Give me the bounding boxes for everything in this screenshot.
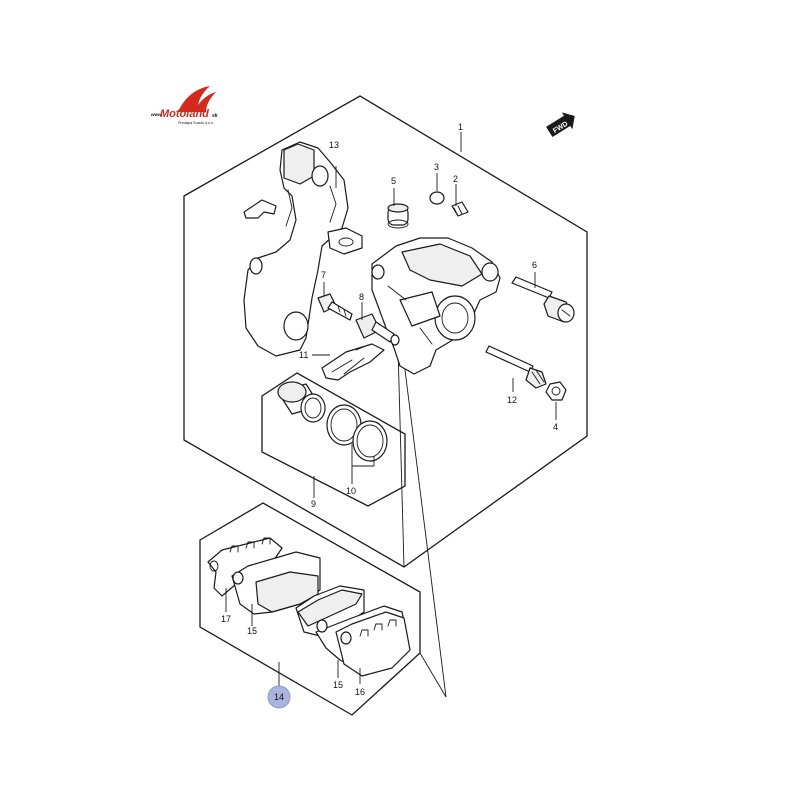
callout-4[interactable]: 4 [553,422,558,432]
part-11-pad-spring [321,343,385,381]
callout-8[interactable]: 8 [359,292,364,302]
part-10-seals [326,404,388,462]
connector-line-right [401,345,447,698]
part-6-slide-pin [511,276,575,323]
callout-14[interactable]: 14 [274,692,284,702]
leader-lines [225,132,557,686]
callout-15-a[interactable]: 15 [247,626,257,636]
caliper-assembly-frame [183,95,588,568]
callout-numbers: 1 2 3 5 13 6 7 8 11 12 4 10 9 17 15 15 1… [221,122,558,697]
part-1-caliper-body [371,237,501,375]
part-2-bleeder-screw [451,201,469,217]
callout-13[interactable]: 13 [329,140,339,150]
part-7-bolt [317,293,353,321]
logo-tagline: Predajca Suzuki d.o.o. [178,121,214,125]
part-8-pin-boot [355,313,400,346]
part-5-boot [387,203,409,229]
motoland-logo: www. Motoland sk Predajca Suzuki d.o.o. [151,86,218,125]
callout-3[interactable]: 3 [434,162,439,172]
callout-9[interactable]: 9 [311,499,316,509]
callout-11[interactable]: 11 [299,350,308,360]
callout-14-highlight[interactable]: 14 [267,685,291,709]
part-16-pad-shim [335,611,411,677]
logo-wing-mark [178,86,216,112]
callout-17[interactable]: 17 [221,614,231,624]
part-3-cap [429,191,445,205]
logo-prefix: www. [151,112,163,117]
callout-16[interactable]: 16 [355,687,365,697]
callout-15-b[interactable]: 15 [333,680,343,690]
part-12-slide-pin [485,345,547,389]
part-13-caliper-bracket [243,141,363,357]
callout-12[interactable]: 12 [507,395,517,405]
connector-line-bottom [419,652,447,698]
callout-6[interactable]: 6 [532,260,537,270]
connector-line-left [397,347,405,568]
callout-1[interactable]: 1 [458,122,463,132]
part-17-shim-tabs [229,537,271,553]
callout-7[interactable]: 7 [321,270,326,280]
pad-spring-clip [243,199,277,219]
callout-5[interactable]: 5 [391,176,396,186]
callout-10[interactable]: 10 [346,486,356,496]
part-9-seal-kit-frame [261,372,406,507]
part-4-cap [545,381,567,401]
forward-arrow-icon: FWD [546,112,575,138]
logo-suffix: sk [212,113,218,119]
callout-2[interactable]: 2 [453,174,458,184]
callout-14-badge [267,685,291,709]
logo-brand: Motoland [160,108,209,120]
part-17-hole [209,560,219,572]
piston [277,381,326,423]
